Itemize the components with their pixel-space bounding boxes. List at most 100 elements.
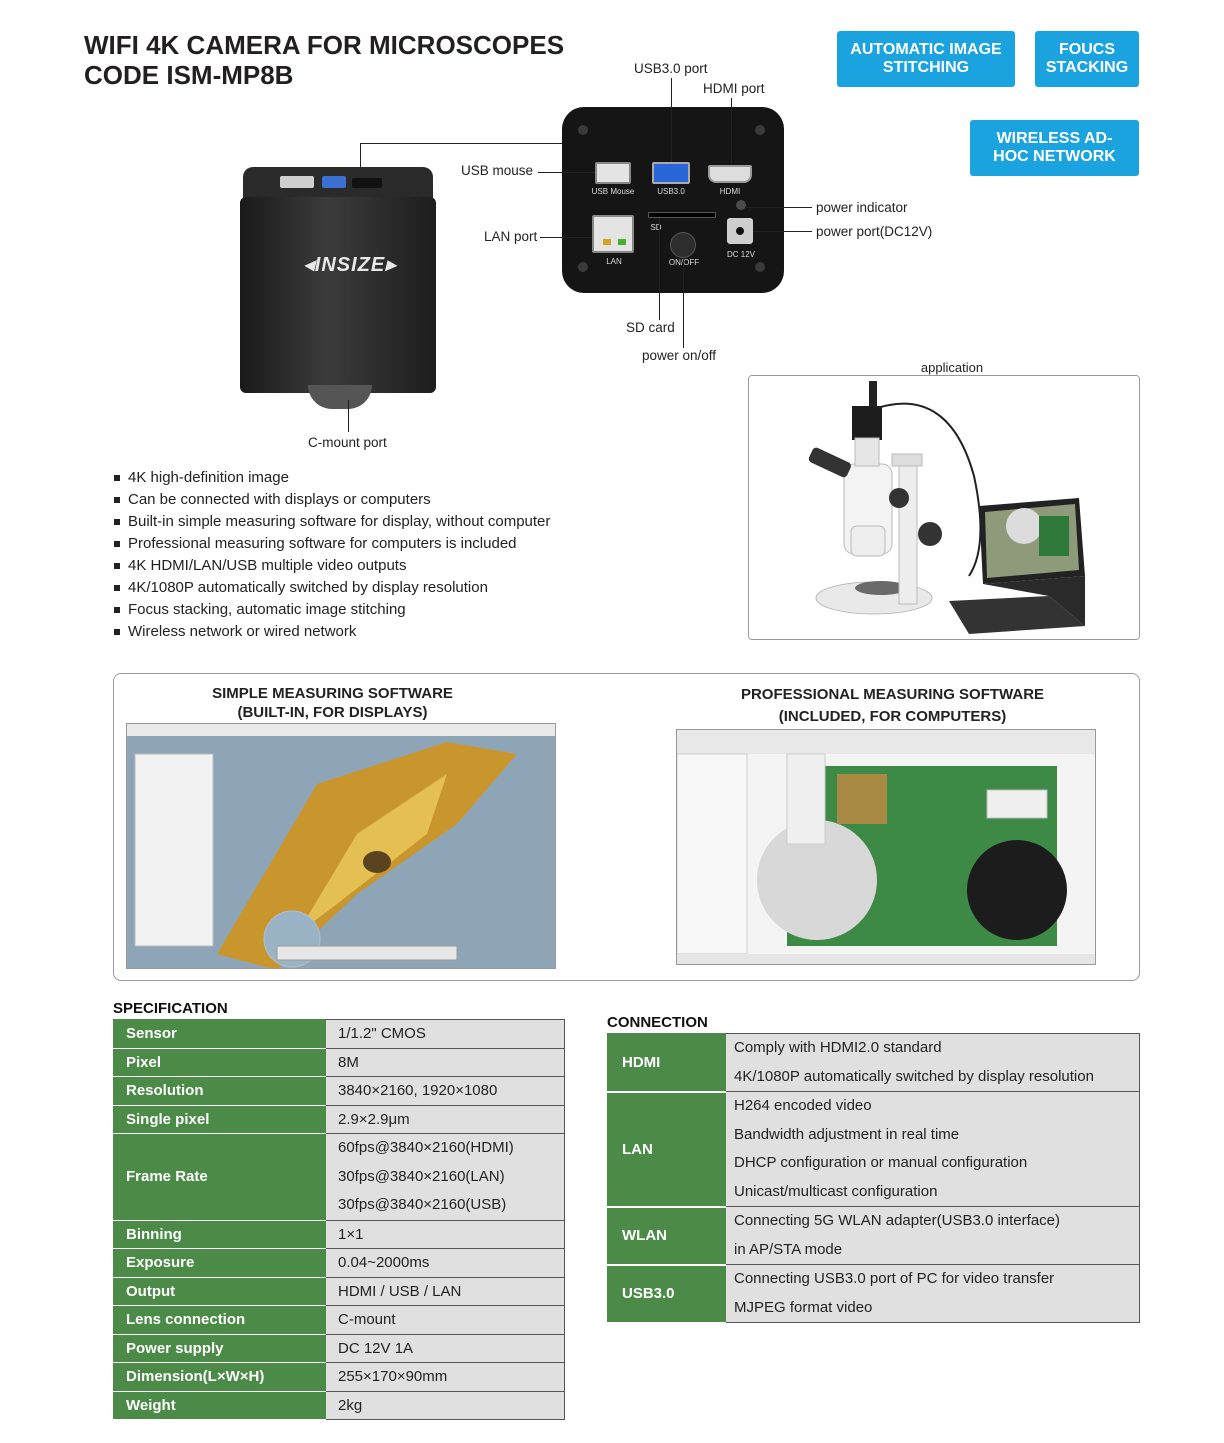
connection-value: H264 encoded video Bandwidth adjustment … xyxy=(725,1091,1140,1207)
simple-software-title: SIMPLE MEASURING SOFTWARE (BUILT-IN, FOR… xyxy=(170,684,495,722)
camera-back-panel xyxy=(562,107,784,293)
simple-software-image xyxy=(127,724,555,968)
table-row: WLAN Connecting 5G WLAN adapter(USB3.0 i… xyxy=(607,1206,1140,1266)
lan-led-icon xyxy=(618,239,626,245)
pro-software-image xyxy=(677,730,1095,964)
simple-software-title-line1: SIMPLE MEASURING SOFTWARE xyxy=(212,685,453,702)
connection-line: Bandwidth adjustment in real time xyxy=(734,1125,960,1143)
spec-value: DC 12V 1A xyxy=(325,1333,565,1363)
power-port-leader xyxy=(753,231,812,232)
spec-key: Output xyxy=(113,1276,326,1306)
pro-software-title-line1: PROFESSIONAL MEASURING SOFTWARE xyxy=(740,686,1045,703)
frame-rate-lan: 30fps@3840×2160(LAN) xyxy=(338,1167,505,1185)
spec-key: Single pixel xyxy=(113,1104,326,1134)
connection-heading: CONNECTION xyxy=(607,1014,708,1031)
usb-mouse-leader-h xyxy=(360,143,562,144)
spec-value: C-mount xyxy=(325,1305,565,1335)
dc-jack-hole xyxy=(736,227,744,235)
camera-top-hdmi xyxy=(352,178,382,188)
table-row: Lens connection C-mount xyxy=(113,1305,565,1335)
dc-text: DC 12V xyxy=(726,250,755,259)
frame-rate-hdmi: 60fps@3840×2160(HDMI) xyxy=(338,1139,514,1156)
power-indicator-leader xyxy=(746,207,812,208)
feature-item: Built-in simple measuring software for d… xyxy=(114,511,550,533)
spec-key: Weight xyxy=(113,1390,326,1420)
connection-line: H264 encoded video xyxy=(734,1097,872,1114)
connection-line: MJPEG format video xyxy=(734,1298,873,1316)
camera-top-port xyxy=(280,176,314,188)
table-row: Weight 2kg xyxy=(113,1390,565,1420)
spec-value: 1/1.2" CMOS xyxy=(325,1019,565,1049)
power-port-label: power port(DC12V) xyxy=(816,224,933,239)
connection-value: Connecting USB3.0 port of PC for video t… xyxy=(725,1264,1140,1323)
usb3-leader xyxy=(671,78,672,162)
screw-icon xyxy=(578,262,588,272)
table-row: Output HDMI / USB / LAN xyxy=(113,1276,565,1306)
spec-value: 2kg xyxy=(325,1390,565,1420)
camera-top-usb3 xyxy=(322,176,346,188)
power-indicator-label: power indicator xyxy=(816,200,908,215)
microscope-laptop-illustration xyxy=(749,376,1139,639)
onoff-text: ON/OFF xyxy=(668,258,700,267)
spec-value: 1×1 xyxy=(325,1219,565,1249)
badge-focus-stacking: FOUCS STACKING xyxy=(1035,31,1139,87)
simple-software-screenshot xyxy=(126,723,556,969)
screw-icon xyxy=(578,125,588,135)
feature-list: 4K high-definition image Can be connecte… xyxy=(114,467,550,643)
usb-mouse-leader-v xyxy=(360,143,361,167)
specification-table: Sensor 1/1.2" CMOS Pixel 8M Resolution 3… xyxy=(113,1019,565,1420)
spec-key: Exposure xyxy=(113,1248,326,1278)
sd-card-slot xyxy=(648,212,716,218)
table-row: Single pixel 2.9×2.9μm xyxy=(113,1104,565,1134)
connection-line: 4K/1080P automatically switched by displ… xyxy=(734,1067,1094,1085)
title-line-2: CODE ISM-MP8B xyxy=(84,60,294,90)
sd-card-label: SD card xyxy=(626,320,675,335)
table-row: Binning 1×1 xyxy=(113,1219,565,1249)
title-line-1: WIFI 4K CAMERA FOR MICROSCOPES xyxy=(84,30,565,60)
table-row: Sensor 1/1.2" CMOS xyxy=(113,1019,565,1049)
lan-port-icon xyxy=(592,215,634,253)
spec-value: 2.9×2.9μm xyxy=(325,1104,565,1134)
lan-led-icon xyxy=(603,239,611,245)
spec-value: 255×170×90mm xyxy=(325,1362,565,1392)
spec-key: Dimension(L×W×H) xyxy=(113,1362,326,1392)
badge-automatic-image-stitching: AUTOMATIC IMAGE STITCHING xyxy=(837,31,1015,87)
power-indicator-icon xyxy=(736,200,746,210)
c-mount-leader xyxy=(348,400,349,432)
table-row: Power supply DC 12V 1A xyxy=(113,1333,565,1363)
connection-value: Comply with HDMI2.0 standard 4K/1080P au… xyxy=(725,1033,1140,1092)
hdmi-port-text: HDMI xyxy=(719,187,741,196)
usb3-port-icon xyxy=(652,162,690,184)
spec-key: Resolution xyxy=(113,1076,326,1106)
page-title: WIFI 4K CAMERA FOR MICROSCOPES CODE ISM-… xyxy=(84,30,564,90)
hdmi-leader xyxy=(731,98,732,164)
table-row: HDMI Comply with HDMI2.0 standard 4K/108… xyxy=(607,1033,1140,1093)
feature-item: Wireless network or wired network xyxy=(114,621,550,643)
spec-value: 3840×2160, 1920×1080 xyxy=(325,1076,565,1106)
spec-value: 0.04~2000ms xyxy=(325,1248,565,1278)
spec-key: Sensor xyxy=(113,1019,326,1049)
connection-key: USB3.0 xyxy=(607,1264,726,1324)
spec-value: HDMI / USB / LAN xyxy=(325,1276,565,1306)
connection-line: Unicast/multicast configuration xyxy=(734,1182,938,1200)
table-row: Pixel 8M xyxy=(113,1047,565,1077)
spec-value: 8M xyxy=(325,1047,565,1077)
spec-key: Frame Rate xyxy=(113,1133,326,1221)
power-onoff-label: power on/off xyxy=(642,348,717,363)
usb3-port-text: USB3.0 xyxy=(657,187,685,196)
software-section xyxy=(113,673,1140,981)
feature-item: 4K/1080P automatically switched by displ… xyxy=(114,577,550,599)
usb3-port-label: USB3.0 port xyxy=(634,61,708,76)
usb-mouse-port-icon xyxy=(595,162,631,184)
usb-mouse-port-text: USB Mouse xyxy=(591,187,635,196)
power-onoff-leader xyxy=(683,258,684,348)
camera-body xyxy=(240,197,436,393)
connection-line: in AP/STA mode xyxy=(734,1240,843,1258)
screw-icon xyxy=(755,125,765,135)
connection-line: Connecting 5G WLAN adapter(USB3.0 interf… xyxy=(734,1212,1060,1229)
c-mount-ring xyxy=(308,385,372,409)
brand-logo: ◂INSIZE▸ xyxy=(303,254,397,276)
connection-line: Connecting USB3.0 port of PC for video t… xyxy=(734,1270,1055,1287)
feature-item: Focus stacking, automatic image stitchin… xyxy=(114,599,550,621)
table-row: Frame Rate 60fps@3840×2160(HDMI) 30fps@3… xyxy=(113,1133,565,1221)
